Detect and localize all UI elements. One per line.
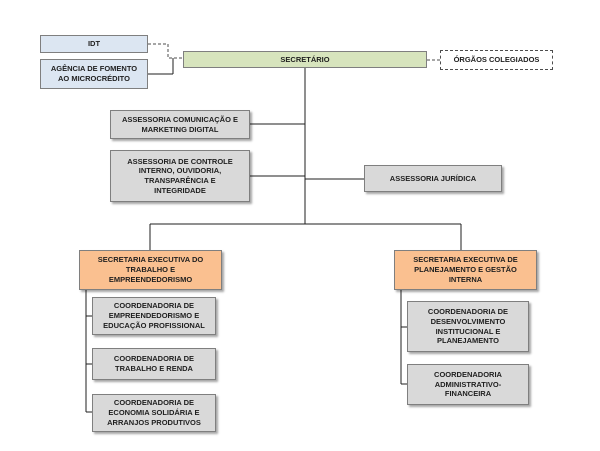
idt-box: IDT xyxy=(40,35,148,53)
agencia-fomento-box: AGÊNCIA DE FOMENTO AO MICROCRÉDITO xyxy=(40,59,148,89)
secretario-box: SECRETÁRIO xyxy=(183,51,427,68)
coordenadoria-administrativo-box: COORDENADORIA ADMINISTRATIVO- FINANCEIRA xyxy=(407,364,529,405)
coordenadoria-desenvolvimento-box: COORDENADORIA DE DESENVOLVIMENTO INSTITU… xyxy=(407,301,529,352)
coordenadoria-trabalho-box: COORDENADORIA DE TRABALHO E RENDA xyxy=(92,348,216,380)
assessoria-comunicacao-box: ASSESSORIA COMUNICAÇÃO E MARKETING DIGIT… xyxy=(110,110,250,139)
assessoria-controle-box: ASSESSORIA DE CONTROLE INTERNO, OUVIDORI… xyxy=(110,150,250,202)
connector-idt xyxy=(148,43,183,59)
secretaria-planejamento-box: SECRETARIA EXECUTIVA DE PLANEJAMENTO E G… xyxy=(394,250,537,290)
orgaos-colegiados-box: ÓRGÃOS COLEGIADOS xyxy=(440,50,553,70)
coordenadoria-economia-box: COORDENADORIA DE ECONOMIA SOLIDÁRIA E AR… xyxy=(92,394,216,432)
coordenadoria-empreendedorismo-box: COORDENADORIA DE EMPREENDEDORISMO E EDUC… xyxy=(92,297,216,335)
assessoria-juridica-box: ASSESSORIA JURÍDICA xyxy=(364,165,502,192)
secretaria-trabalho-box: SECRETARIA EXECUTIVA DO TRABALHO E EMPRE… xyxy=(79,250,222,290)
